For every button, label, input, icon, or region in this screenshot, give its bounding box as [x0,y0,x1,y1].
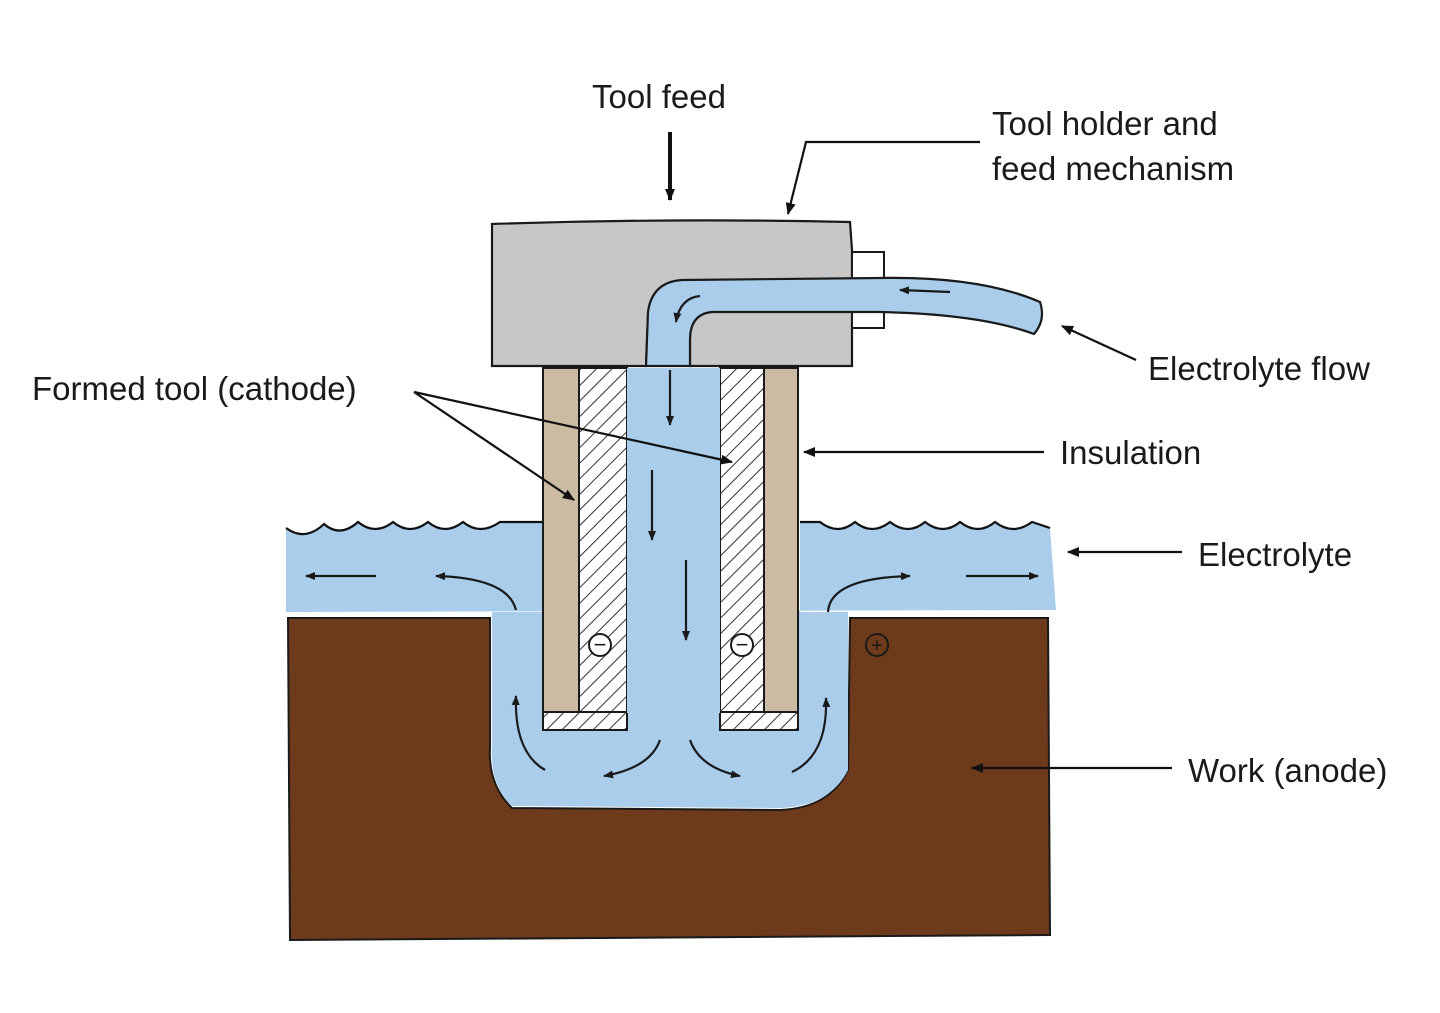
electrolyte-waves [285,520,1051,536]
cathode-sign-right: − [736,632,749,657]
cathode-left-tip [542,711,628,731]
label-electrolyte-flow: Electrolyte flow [1148,350,1370,387]
cathode-sign-left: − [594,632,607,657]
label-tool-feed: Tool feed [592,78,726,115]
leader-formed-tool-2 [413,390,733,465]
leader-formed-tool-1 [413,391,575,501]
anode-symbol: + [865,633,889,657]
work-piece [286,617,1052,942]
flow-arrows [305,286,1039,779]
label-tool-holder-1: Tool holder and [992,105,1218,142]
anode-sign: + [871,635,883,657]
label-insulation: Insulation [1060,434,1201,471]
feed-tube [644,276,1044,368]
cathode-left [578,367,628,713]
leader-electrolyte-flow [1061,325,1137,361]
label-formed-tool: Formed tool (cathode) [32,370,357,407]
leader-tool-holder [785,140,980,215]
label-tool-holder-2: feed mechanism [992,150,1234,187]
cathode-right [719,367,765,713]
cathode-symbol-right: − [730,632,754,657]
cathode-symbol-left: − [588,632,612,657]
central-channel [627,368,720,713]
label-electrolyte: Electrolyte [1198,536,1352,573]
insulation-left [542,367,580,713]
cathode-right-tip [719,711,799,731]
insulation-right [763,367,799,713]
label-work: Work (anode) [1188,752,1387,789]
